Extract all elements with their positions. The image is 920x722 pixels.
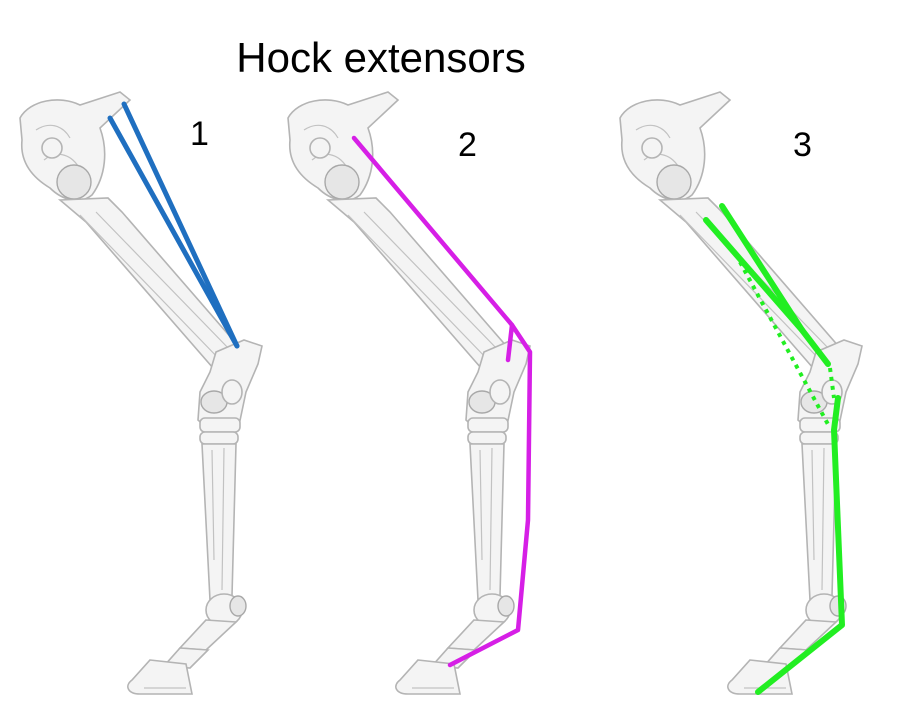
panel-number-1: 1 [190, 115, 209, 153]
limb-skeleton-1 [19, 91, 263, 695]
panel-number-2: 2 [458, 126, 477, 164]
limb-skeleton-3 [619, 91, 863, 695]
muscle-lines-3 [703, 203, 845, 695]
limb-skeleton-2 [287, 91, 531, 695]
panel-number-3: 3 [793, 126, 812, 164]
diagram-title: Hock extensors [236, 34, 526, 81]
muscle-lines-2 [351, 135, 533, 668]
muscle-lines-1 [107, 101, 240, 349]
